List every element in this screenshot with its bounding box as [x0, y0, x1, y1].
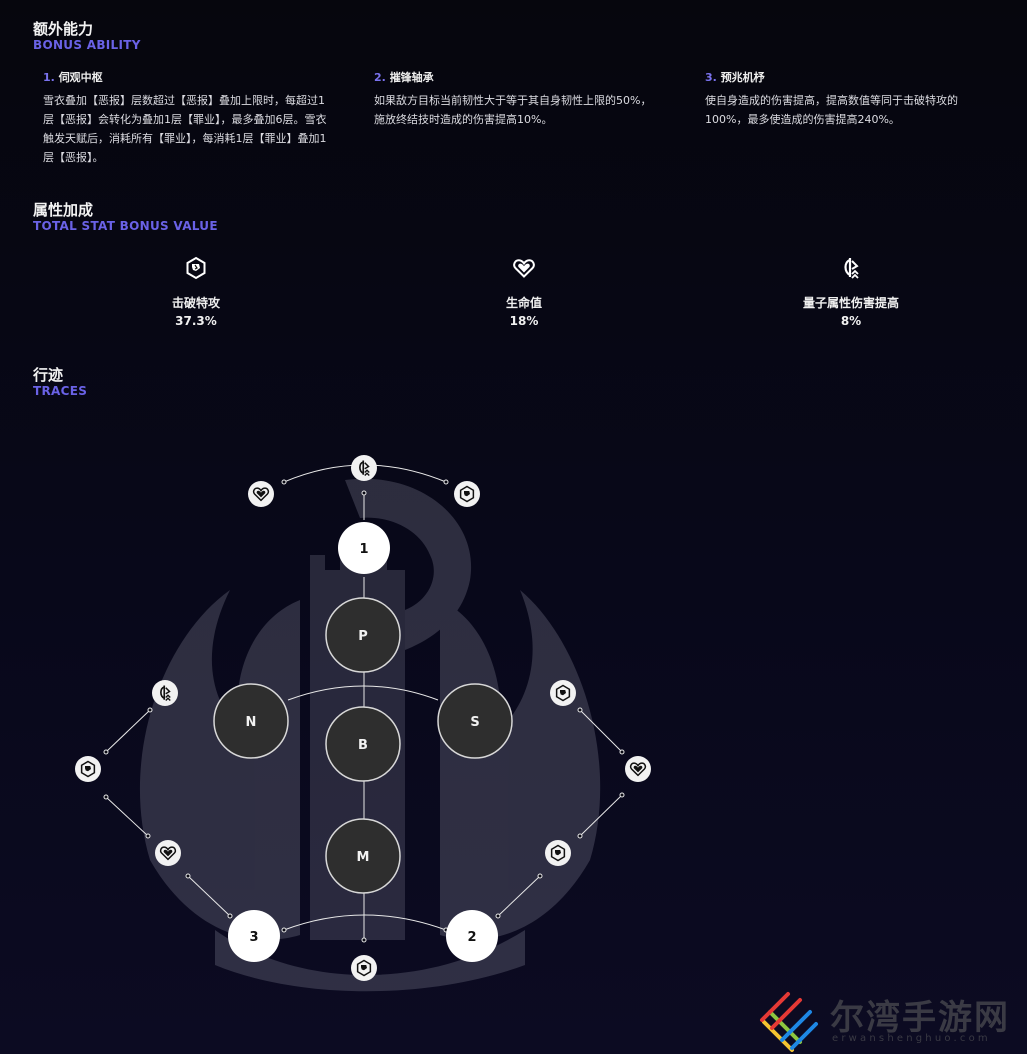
stat-label: 击破特攻 — [171, 296, 220, 310]
watermark-logo — [760, 992, 818, 1052]
node-label: N — [246, 715, 257, 730]
node-label: 3 — [249, 930, 258, 945]
trace-node-basic-attack[interactable]: N — [213, 683, 289, 759]
stat-quantum-damage: 量子属性伤害提高 8% — [751, 256, 951, 328]
trace-node-ultimate[interactable]: B — [325, 706, 401, 782]
heart-icon — [513, 259, 535, 278]
watermark-subtext: erwanshenghuo.com — [832, 1033, 991, 1044]
bonus-ability-subtitle: BONUS ABILITY — [33, 38, 141, 52]
trace-node-technique[interactable]: M — [325, 818, 401, 894]
ability-number: 3. — [705, 71, 717, 84]
node-label: S — [470, 715, 479, 730]
trace-node-ability-2[interactable]: 2 — [446, 910, 498, 962]
ability-description: 雪衣叠加【恶报】层数超过【恶报】叠加上限时，每超过1层【恶报】会转化为叠加1层【… — [43, 94, 327, 164]
ability-name: 摧锋轴承 — [389, 71, 434, 84]
trace-minor-break[interactable] — [351, 955, 377, 981]
stat-bonus-subtitle: TOTAL STAT BONUS VALUE — [33, 219, 218, 233]
connection-dots — [103, 479, 625, 943]
trace-minor-break[interactable] — [454, 481, 480, 507]
ability-title: 3. 预兆机杼 — [705, 71, 1005, 85]
node-label: B — [358, 738, 368, 753]
trace-node-skill[interactable]: S — [437, 683, 513, 759]
trace-minor-heart[interactable] — [625, 756, 651, 782]
ability-description: 如果敌方目标当前韧性大于等于其自身韧性上限的50%，施放终结技时造成的伤害提高1… — [374, 94, 652, 126]
trace-minor-break[interactable] — [550, 680, 576, 706]
ability-item: 3. 预兆机杼 使自身造成的伤害提高，提高数值等同于击破特攻的100%，最多使造… — [705, 71, 1005, 129]
traces-title: 行迹 — [33, 366, 64, 384]
trace-node-talent[interactable]: P — [325, 597, 401, 673]
trace-minor-quantum[interactable] — [351, 455, 377, 481]
ability-name: 预兆机杼 — [720, 71, 765, 84]
ability-item: 2. 摧锋轴承 如果敌方目标当前韧性大于等于其自身韧性上限的50%，施放终结技时… — [374, 71, 674, 129]
stat-break-effect: 击破特攻 37.3% — [96, 256, 296, 328]
stat-hp: 生命值 18% — [424, 256, 624, 328]
bonus-ability-title: 额外能力 — [33, 20, 94, 38]
trace-minor-quantum[interactable] — [152, 680, 178, 706]
ability-name: 伺观中枢 — [58, 71, 103, 84]
node-label: 1 — [359, 542, 368, 557]
ability-title: 1. 伺观中枢 — [43, 71, 343, 85]
stat-value: 18% — [509, 314, 539, 328]
break-effect-icon — [186, 256, 206, 280]
stat-bonus-title: 属性加成 — [33, 201, 94, 219]
node-label: 2 — [467, 930, 476, 945]
trace-node-ability-3[interactable]: 3 — [228, 910, 280, 962]
watermark-text: 尔湾手游网 — [830, 998, 1010, 1038]
quantum-damage-icon — [844, 258, 859, 279]
traces-subtitle: TRACES — [33, 384, 88, 398]
trace-minor-heart[interactable] — [248, 481, 274, 507]
node-label: M — [357, 850, 370, 865]
ability-title: 2. 摧锋轴承 — [374, 71, 674, 85]
stat-label: 生命值 — [505, 296, 542, 310]
stat-value: 37.3% — [175, 314, 217, 328]
trace-minor-break[interactable] — [545, 840, 571, 866]
trace-minor-heart[interactable] — [155, 840, 181, 866]
ability-description: 使自身造成的伤害提高，提高数值等同于击破特攻的100%，最多使造成的伤害提高24… — [705, 94, 958, 126]
trace-minor-break[interactable] — [75, 756, 101, 782]
ability-number: 2. — [374, 71, 386, 84]
stat-value: 8% — [840, 314, 862, 328]
ability-number: 1. — [43, 71, 55, 84]
stat-label: 量子属性伤害提高 — [802, 296, 899, 310]
trace-node-ability-1[interactable]: 1 — [338, 522, 390, 574]
node-label: P — [358, 629, 368, 644]
ability-item: 1. 伺观中枢 雪衣叠加【恶报】层数超过【恶报】叠加上限时，每超过1层【恶报】会… — [43, 71, 343, 167]
